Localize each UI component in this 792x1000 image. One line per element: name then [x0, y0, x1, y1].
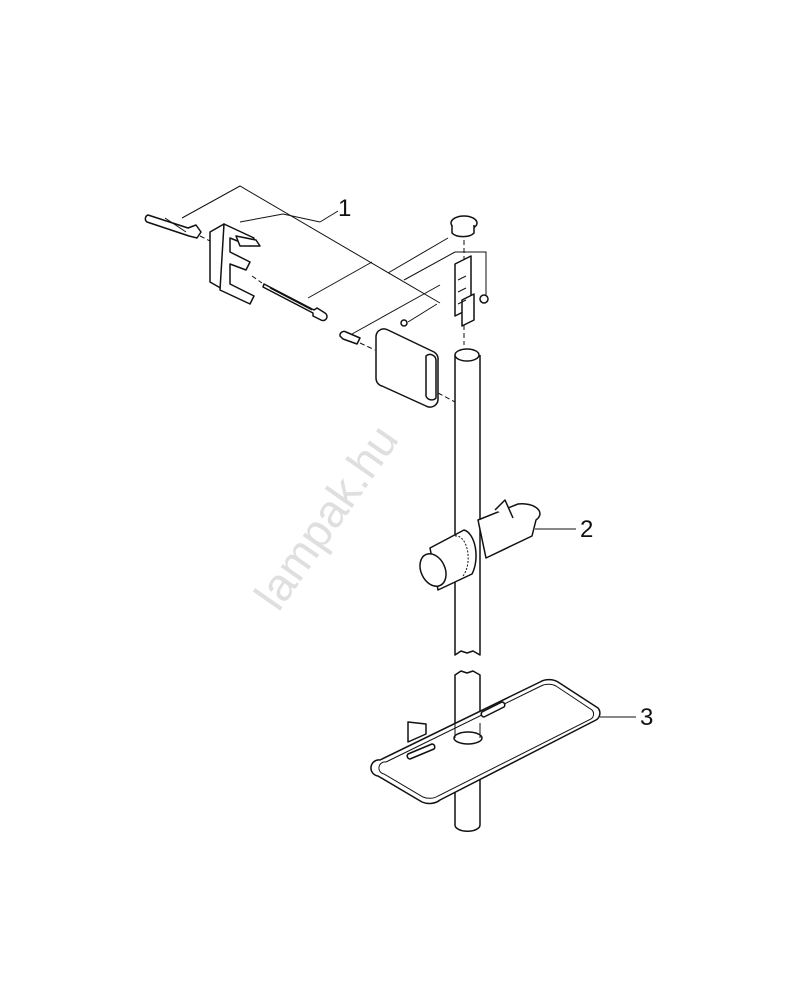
rod-clip [454, 255, 489, 345]
screw-short [339, 330, 376, 351]
callout-2: 2 [580, 516, 594, 543]
soap-tray [370, 678, 601, 805]
callout-1-leader-lines [181, 185, 487, 335]
wall-plug [144, 214, 213, 243]
rod-end-cap [450, 215, 478, 260]
bracket-cover [375, 319, 456, 408]
slide-rail [454, 348, 481, 832]
callout-1: 1 [338, 195, 352, 222]
screw-long [251, 275, 328, 322]
wall-bracket [209, 223, 261, 305]
callout-3: 3 [640, 704, 654, 731]
shower-head-holder [419, 499, 541, 591]
